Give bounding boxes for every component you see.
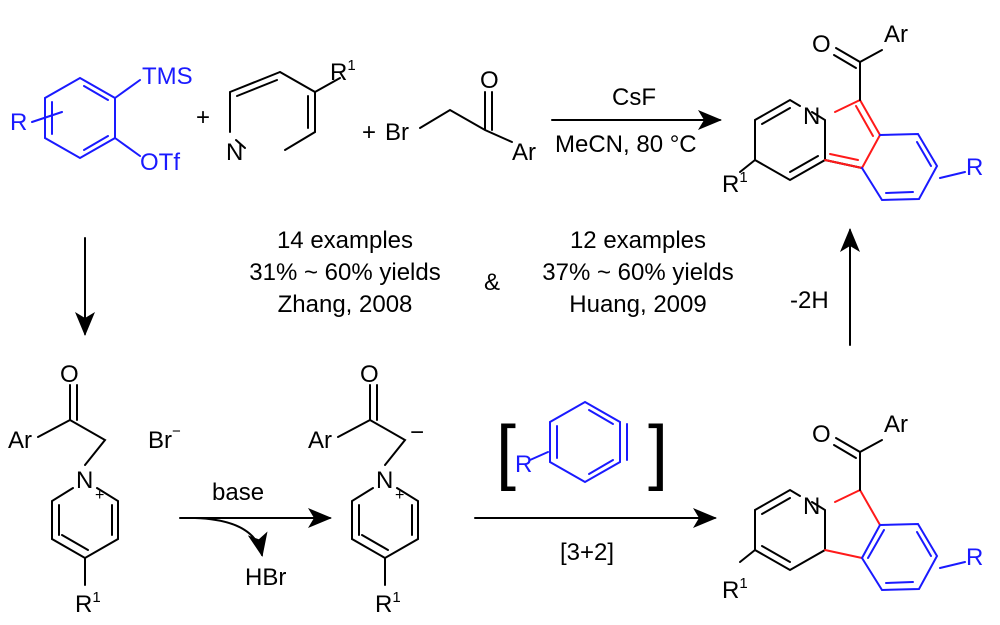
bromide: Br− [148,423,181,454]
adduct-ar: Ar [884,411,908,438]
huang-examples: 12 examples [570,227,706,254]
indolizine-product: O Ar N R1 R [722,21,983,202]
zhang-examples: 14 examples [277,227,413,254]
pyridinium-salt: O Ar N + Br− R1 [8,361,181,618]
adduct-o: O [812,421,831,448]
adduct-r: R [966,544,983,571]
ylide-ar: Ar [308,427,332,454]
ylide-plus: + [395,487,404,504]
ylide-o: O [360,361,379,388]
tms-label: TMS [142,63,193,90]
huang-reference: Huang, 2009 [569,291,706,318]
r-label: R [10,109,27,136]
pyridine-n: N [226,139,243,166]
bromoketone: Br O Ar [385,67,536,166]
curved-arrow-icon [194,517,268,557]
plus-sign: + [362,119,376,146]
aryne-intermediate: [ ] R [496,400,668,492]
ar-label: Ar [512,139,536,166]
otf-label: OTf [140,149,180,176]
br-label: Br [385,119,409,146]
zhang-yields: 31% ~ 60% yields [249,259,440,286]
adduct-r1: R1 [722,575,748,604]
pyridinium-ylide: O Ar − N + R1 [308,361,424,618]
salt-plus: + [95,487,104,504]
salt-r1: R1 [75,589,101,618]
product-ar: Ar [884,21,908,48]
huang-yields: 37% ~ 60% yields [542,259,733,286]
condition-solvent-temp: MeCN, 80 °C [555,131,697,158]
oxidation-label: -2H [790,287,829,314]
adduct-n: N [803,493,820,520]
ampersand: & [484,269,500,296]
carbanion-charge: − [410,419,424,446]
base-label: base [212,479,264,506]
bracket-open: [ [496,412,516,492]
pyridine: N R1 [226,57,356,166]
salt-ar: Ar [8,427,32,454]
o-label: O [480,67,499,94]
zhang-reference: Zhang, 2008 [278,291,413,318]
cycloadduct: O Ar N R1 R [722,411,983,604]
ylide-n: N [376,467,393,494]
plus-sign: + [196,104,210,131]
salt-o: O [60,361,79,388]
cycloaddition-label: [3+2] [560,539,614,566]
product-r: R [966,154,983,181]
bracket-close: ] [648,412,668,492]
aryne-precursor: TMS OTf R [10,63,193,176]
product-o: O [812,31,831,58]
ylide-r1: R1 [375,589,401,618]
product-n: N [803,103,820,130]
hbr-label: HBr [245,564,286,591]
literature-summary: 14 examples 31% ~ 60% yields Zhang, 2008… [249,227,733,318]
condition-reagent: CsF [612,84,656,111]
product-r1: R1 [722,169,748,198]
aryne-r: R [515,451,532,478]
pyridine-r1: R1 [330,57,356,86]
salt-n: N [76,467,93,494]
